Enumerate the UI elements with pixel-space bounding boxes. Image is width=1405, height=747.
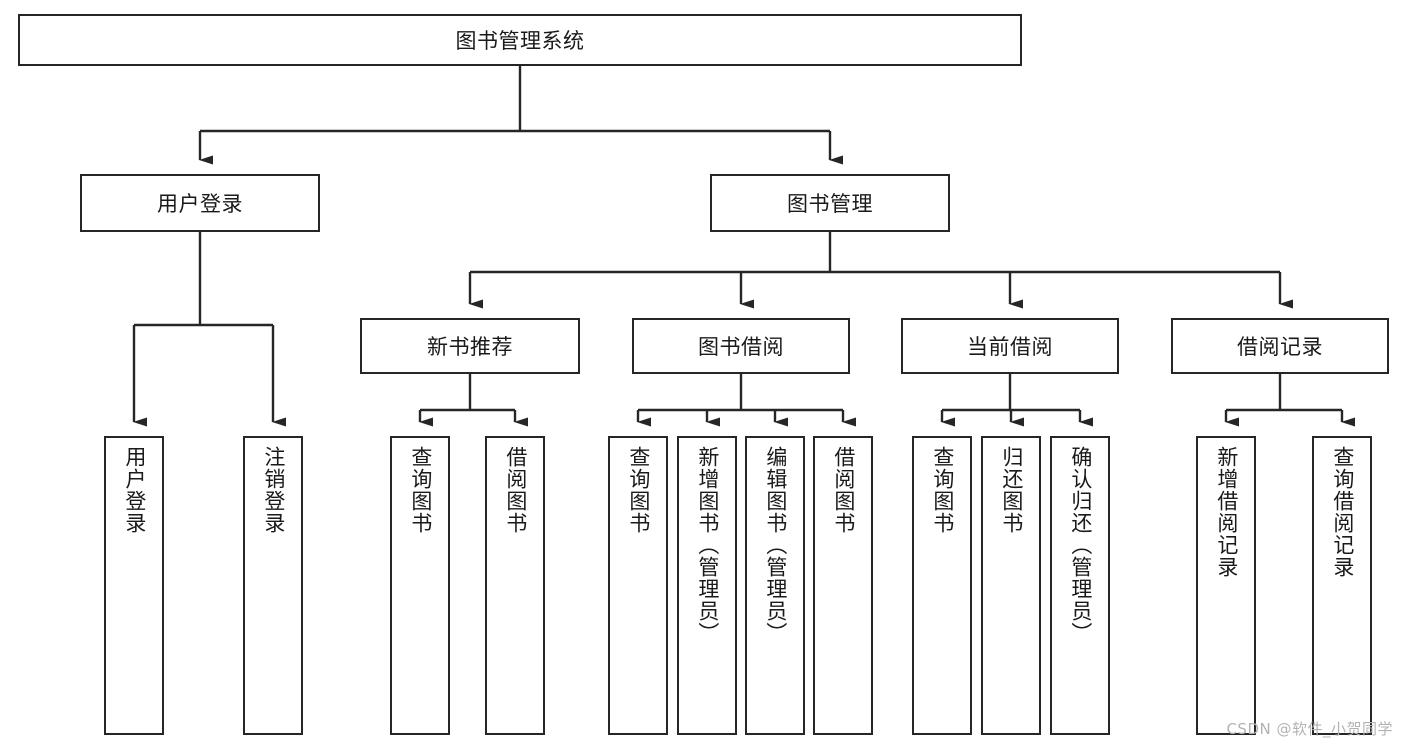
leaf-label: 借阅图书 <box>831 446 856 534</box>
node-new-book-recommend[interactable]: 新书推荐 <box>360 318 580 374</box>
node-current-borrow[interactable]: 当前借阅 <box>901 318 1119 374</box>
node-borrow-records-label: 借阅记录 <box>1237 335 1323 359</box>
leaf-label: 查询图书 <box>626 446 651 534</box>
leaf-node[interactable]: 注销登录 <box>243 436 303 735</box>
leaf-label: 新增图书（管理员） <box>695 446 720 644</box>
leaf-node[interactable]: 借阅图书 <box>813 436 873 735</box>
leaf-node[interactable]: 查询借阅记录 <box>1312 436 1372 735</box>
leaf-label: 注销登录 <box>261 446 286 534</box>
leaf-label: 查询图书 <box>930 446 955 534</box>
leaf-label: 归还图书 <box>999 446 1024 534</box>
leaf-label: 新增借阅记录 <box>1214 446 1239 578</box>
leaf-node[interactable]: 查询图书 <box>608 436 668 735</box>
leaf-node[interactable]: 查询图书 <box>912 436 972 735</box>
leaf-label: 查询图书 <box>408 446 433 534</box>
node-book-management[interactable]: 图书管理 <box>710 174 950 232</box>
leaf-label: 用户登录 <box>122 446 147 534</box>
leaf-node[interactable]: 查询图书 <box>390 436 450 735</box>
node-user-login[interactable]: 用户登录 <box>80 174 320 232</box>
leaf-node[interactable]: 借阅图书 <box>485 436 545 735</box>
node-current-borrow-label: 当前借阅 <box>967 335 1053 359</box>
node-book-management-label: 图书管理 <box>787 192 873 216</box>
node-borrow-records[interactable]: 借阅记录 <box>1171 318 1389 374</box>
leaf-node[interactable]: 新增图书（管理员） <box>677 436 737 735</box>
leaf-label: 确认归还（管理员） <box>1068 446 1093 644</box>
node-root-label: 图书管理系统 <box>455 29 585 53</box>
node-book-borrow-label: 图书借阅 <box>698 335 784 359</box>
watermark: CSDN @软件_小贺同学 <box>1226 720 1393 738</box>
leaf-node[interactable]: 归还图书 <box>981 436 1041 735</box>
node-new-book-recommend-label: 新书推荐 <box>427 335 513 359</box>
leaf-node[interactable]: 确认归还（管理员） <box>1050 436 1110 735</box>
node-user-login-label: 用户登录 <box>157 192 243 216</box>
leaf-node[interactable]: 编辑图书（管理员） <box>745 436 805 735</box>
node-book-borrow[interactable]: 图书借阅 <box>632 318 850 374</box>
leaf-label: 编辑图书（管理员） <box>763 446 788 644</box>
node-root[interactable]: 图书管理系统 <box>18 14 1022 66</box>
leaf-node[interactable]: 新增借阅记录 <box>1196 436 1256 735</box>
leaf-label: 查询借阅记录 <box>1330 446 1355 578</box>
leaf-label: 借阅图书 <box>503 446 528 534</box>
leaf-node[interactable]: 用户登录 <box>104 436 164 735</box>
